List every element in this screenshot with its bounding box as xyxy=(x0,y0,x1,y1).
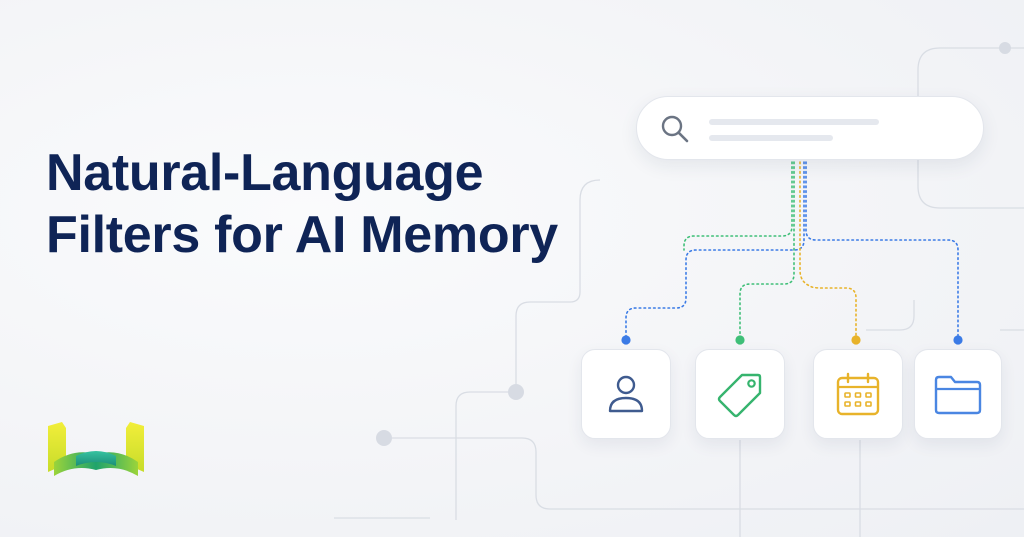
filter-card-tag[interactable] xyxy=(695,349,785,439)
title-line-2: Filters for AI Memory xyxy=(46,206,558,264)
filter-card-folder[interactable] xyxy=(914,349,1002,439)
tag-icon xyxy=(717,373,762,418)
folder-icon xyxy=(934,375,982,415)
search-placeholder-line xyxy=(709,135,833,141)
brand-logo-icon xyxy=(48,422,144,476)
search-bar[interactable] xyxy=(636,96,984,160)
filter-card-calendar[interactable] xyxy=(813,349,903,439)
search-icon xyxy=(661,115,689,143)
calendar-icon xyxy=(836,372,880,416)
person-icon xyxy=(608,375,644,413)
search-placeholder-line xyxy=(709,119,879,125)
page-title: Natural-Language Filters for AI Memory xyxy=(46,142,558,266)
title-line-1: Natural-Language xyxy=(46,144,484,202)
filter-card-person[interactable] xyxy=(581,349,671,439)
